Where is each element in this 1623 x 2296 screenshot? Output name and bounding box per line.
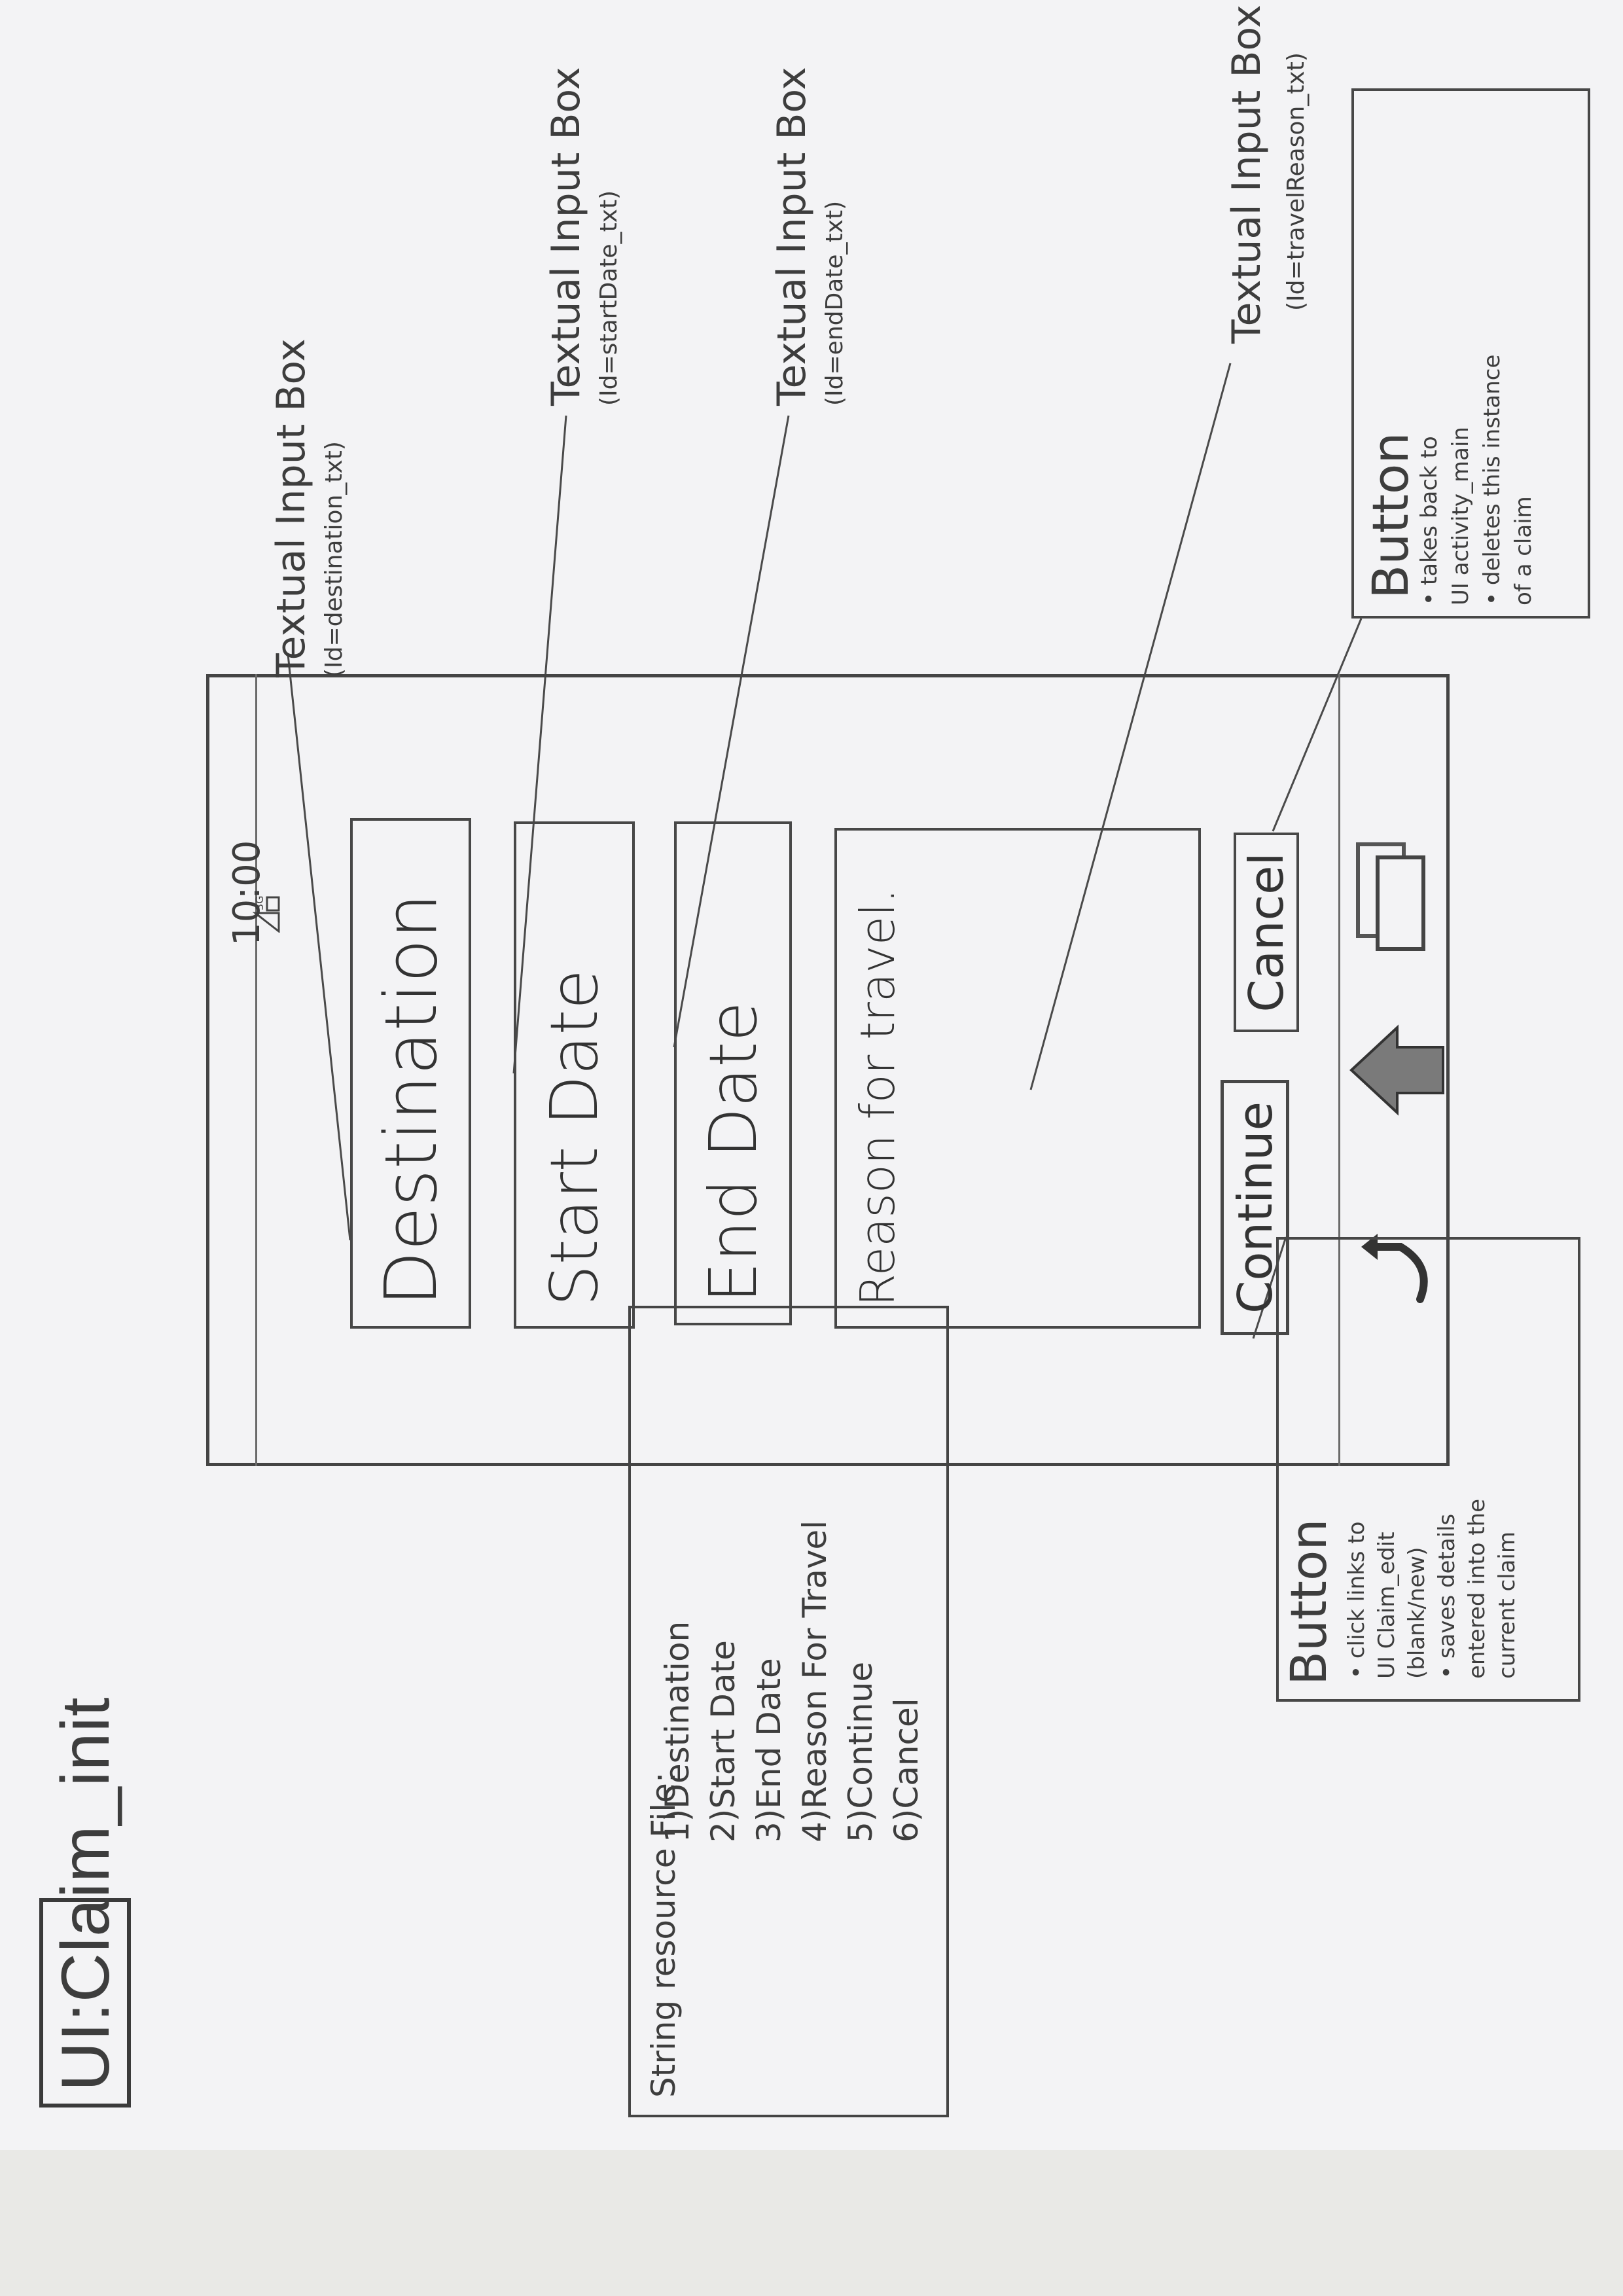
recent-apps-icon[interactable] [1351, 838, 1436, 956]
note-line: • saves details [1434, 1513, 1460, 1679]
continue-note-items: • click links to UI Claim_edit (blank/ne… [1342, 1499, 1522, 1679]
note-line: of a claim [1510, 496, 1537, 605]
scan-bottom-strip [0, 2150, 1623, 2296]
destination-annotation-title: Textual Input Box [268, 338, 314, 677]
status-bar-divider [255, 674, 257, 1466]
leader-start-date [512, 415, 567, 1074]
destination-input[interactable]: Destination [350, 818, 471, 1329]
leader-cancel-button [1272, 618, 1363, 832]
destination-annotation-id: (Id=destination_txt) [321, 441, 348, 677]
string-resource-item: 3)End Date [750, 1658, 788, 1842]
network-label: 3G [253, 895, 266, 910]
note-line: • takes back to [1416, 436, 1442, 605]
leader-lines [287, 363, 1363, 1339]
continue-note-title: Button [1279, 1518, 1338, 1685]
reason-annotation-title: Textual Input Box [1224, 5, 1270, 344]
home-icon[interactable] [1345, 1021, 1450, 1119]
string-resource-item: 4)Reason For Travel [796, 1520, 834, 1842]
travel-reason-input[interactable]: Reason for travel. [834, 828, 1201, 1329]
leader-continue-button [1252, 1236, 1287, 1339]
string-resource-item: 1)Destination [658, 1621, 696, 1842]
note-line: • deletes this instance [1479, 354, 1505, 605]
note-line: entered into the [1464, 1499, 1490, 1679]
note-line: • click links to [1344, 1521, 1370, 1679]
status-time: 10:00 [226, 840, 268, 946]
note-line: (blank/new) [1404, 1547, 1430, 1679]
string-resource-item: 5)Continue [842, 1661, 880, 1842]
end-date-input[interactable]: End Date [674, 821, 792, 1325]
wireframe-sketch: UI:Claim_init String resource File: 1)De… [39, 5, 1590, 2117]
page-title: UI:Claim_init [48, 1696, 124, 2091]
paper-sheet: UI:Claim_init String resource File: 1)De… [39, 5, 1590, 2117]
leader-end-date [673, 415, 790, 1048]
string-resource-list: 1)Destination 2)Start Date 3)End Date 4)… [654, 1520, 929, 1842]
back-icon[interactable] [1361, 1221, 1446, 1312]
start-date-annotation-title: Textual Input Box [543, 67, 589, 406]
cancel-button[interactable]: Cancel [1234, 833, 1299, 1032]
start-date-input[interactable]: Start Date [514, 821, 635, 1329]
reason-annotation-id: (Id=travelReason_txt) [1283, 52, 1310, 311]
cancel-note-items: • takes back to UI activity_main • delet… [1414, 355, 1539, 605]
end-date-annotation-id: (Id=endDate_txt) [821, 200, 848, 406]
string-resource-item: 2)Start Date [704, 1640, 742, 1842]
note-line: current claim [1494, 1531, 1520, 1679]
cancel-note-title: Button [1361, 432, 1419, 599]
end-date-annotation-title: Textual Input Box [769, 67, 815, 406]
leader-destination [287, 654, 351, 1241]
leader-reason [1029, 363, 1232, 1090]
string-resource-item: 6)Cancel [887, 1698, 925, 1842]
start-date-annotation-id: (Id=startDate_txt) [596, 190, 622, 406]
signal-icon: 3G [249, 893, 281, 934]
note-line: UI activity_main [1448, 427, 1474, 605]
note-line: UI Claim_edit [1374, 1532, 1400, 1679]
